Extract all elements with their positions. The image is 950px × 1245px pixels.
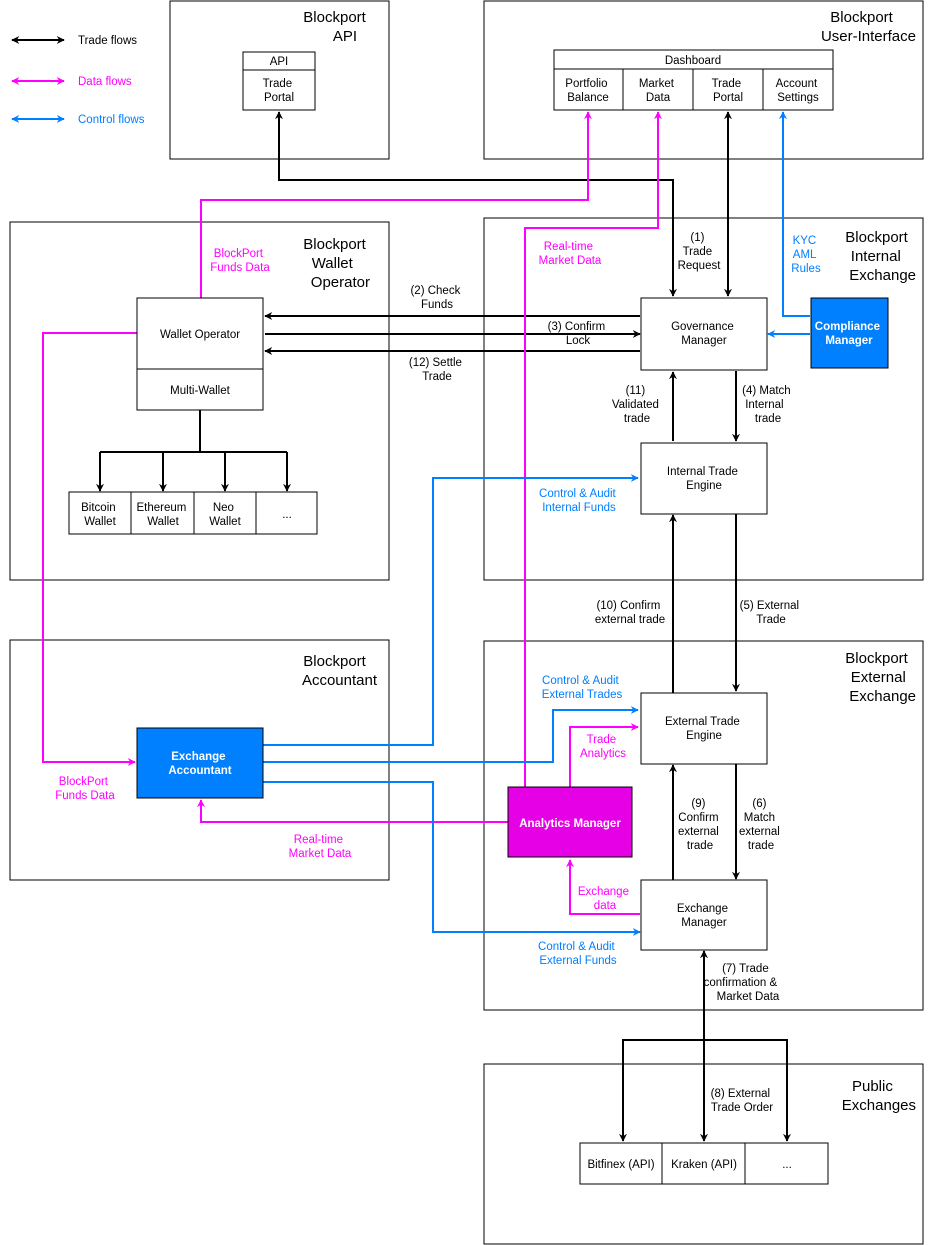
flow-kyc-aml bbox=[779, 111, 810, 317]
dashboard-market-data[interactable]: Market Data bbox=[639, 78, 677, 104]
label-confirm-ext-9: (9) Confirm external trade bbox=[678, 798, 722, 852]
exchange-accountant-node[interactable]: Exchange Accountant bbox=[136, 727, 264, 799]
flow-trade-analytics bbox=[569, 723, 639, 787]
legend-trade-label: Trade flows bbox=[78, 35, 137, 47]
label-kyc-aml: KYC AML Rules bbox=[791, 235, 821, 275]
label-control-internal: Control & Audit Internal Funds bbox=[539, 488, 619, 514]
flow-market-data-dashboard bbox=[524, 111, 662, 787]
analytics-manager-node[interactable]: Analytics Manager bbox=[507, 786, 633, 858]
dashboard-trade-portal[interactable]: Trade Portal bbox=[712, 78, 745, 104]
label-confirm-lock: (3) Confirm Lock bbox=[548, 321, 609, 347]
governance-manager-node[interactable]: Governance Manager bbox=[640, 297, 768, 371]
group-title-public: Public Exchanges bbox=[842, 1078, 916, 1114]
label-trade-analytics: Trade Analytics bbox=[580, 734, 626, 760]
api-panel: API Trade Portal bbox=[242, 51, 316, 111]
other-exchanges[interactable]: ... bbox=[782, 1159, 792, 1171]
flow-api-to-governance bbox=[275, 111, 677, 297]
flow-control-internal bbox=[263, 474, 639, 746]
label-check-funds: (2) Check Funds bbox=[410, 285, 463, 311]
compliance-manager-node[interactable]: Compliance Manager bbox=[810, 297, 889, 369]
label-control-ext-trades: Control & Audit External Trades bbox=[542, 675, 623, 701]
internal-trade-engine-node[interactable]: Internal Trade Engine bbox=[640, 442, 768, 515]
api-panel-header: API bbox=[270, 56, 289, 68]
label-exchange-data: Exchange data bbox=[578, 886, 632, 912]
label-realtime-bottom: Real-time Market Data bbox=[289, 834, 352, 860]
flow-realtime-accountant bbox=[197, 799, 508, 823]
group-title-accountant: Blockport Accountant bbox=[302, 653, 378, 689]
flow-funds-data-portfolio bbox=[200, 111, 592, 298]
label-trade-confirmation: (7) Trade confirmation & Market Data bbox=[704, 963, 781, 1003]
svg-text:Governance Manager: Governance Manager bbox=[671, 321, 737, 347]
dashboard-header: Dashboard bbox=[665, 55, 721, 67]
legend-control-label: Control flows bbox=[78, 114, 145, 126]
flow-control-ext-trades bbox=[263, 706, 639, 763]
group-title-internal: Blockport Internal Exchange bbox=[845, 229, 916, 284]
flow-to-bitfinex bbox=[619, 1039, 704, 1142]
external-trade-engine-node[interactable]: External Trade Engine bbox=[640, 692, 768, 765]
dashboard-account-settings[interactable]: Account Settings bbox=[776, 78, 821, 104]
api-trade-portal[interactable]: Trade Portal bbox=[263, 78, 296, 104]
wallet-operator-label: Wallet Operator bbox=[160, 329, 240, 341]
svg-text:Compliance Manager: Compliance Manager bbox=[815, 321, 883, 347]
label-validated-trade: (11) Validated trade bbox=[612, 385, 662, 425]
label-settle-trade: (12) Settle Trade bbox=[409, 357, 465, 383]
wallets-row: Bitcoin Wallet Ethereum Wallet Neo Walle… bbox=[68, 491, 318, 535]
svg-text:Analytics Manager: Analytics Manager bbox=[519, 818, 621, 830]
label-match-internal: (4) Match Internal trade bbox=[742, 385, 794, 425]
legend-data-label: Data flows bbox=[78, 76, 132, 88]
kraken-api[interactable]: Kraken (API) bbox=[671, 1159, 737, 1171]
neo-wallet[interactable]: Neo Wallet bbox=[209, 502, 241, 528]
dashboard-panel: Dashboard Portfolio Balance Market Data … bbox=[553, 49, 834, 111]
group-title-external: Blockport External Exchange bbox=[845, 650, 916, 705]
dashboard-portfolio-balance[interactable]: Portfolio Balance bbox=[565, 78, 610, 104]
other-wallets[interactable]: ... bbox=[282, 509, 292, 521]
legend: Trade flows Data flows Control flows bbox=[11, 35, 145, 126]
bitfinex-api[interactable]: Bitfinex (API) bbox=[587, 1159, 654, 1171]
label-trade-request: (1) Trade Request bbox=[678, 232, 722, 272]
group-title-ui: Blockport User-Interface bbox=[821, 9, 916, 45]
svg-text:External Trade Engine: External Trade Engine bbox=[665, 716, 743, 742]
svg-text:Internal Trade Engine: Internal Trade Engine bbox=[667, 466, 741, 492]
bitcoin-wallet[interactable]: Bitcoin Wallet bbox=[81, 502, 119, 528]
label-external-trade: (5) External Trade bbox=[740, 600, 803, 626]
public-exchanges-row: Bitfinex (API) Kraken (API) ... bbox=[579, 1142, 829, 1185]
svg-text:Exchange Accountant: Exchange Accountant bbox=[168, 751, 231, 777]
svg-text:Exchange Manager: Exchange Manager bbox=[677, 903, 731, 929]
flow-exchange-data bbox=[566, 859, 640, 915]
label-funds-data-bottom: BlockPort Funds Data bbox=[55, 776, 115, 802]
flow-funds-data-accountant bbox=[42, 332, 137, 766]
ethereum-wallet[interactable]: Ethereum Wallet bbox=[136, 502, 189, 528]
flow-control-ext-funds bbox=[263, 781, 641, 936]
label-funds-data-top: BlockPort Funds Data bbox=[210, 248, 270, 274]
wallet-operator-node[interactable]: Wallet Operator Multi-Wallet bbox=[136, 297, 264, 411]
label-match-ext-6: (6) Match external trade bbox=[739, 798, 783, 852]
group-title-api: Blockport API bbox=[303, 9, 370, 45]
exchange-manager-node[interactable]: Exchange Manager bbox=[640, 879, 768, 951]
label-confirm-external: (10) Confirm external trade bbox=[595, 600, 665, 626]
flow-to-others bbox=[704, 1039, 791, 1142]
label-control-ext-funds: Control & Audit External Funds bbox=[538, 941, 618, 967]
label-external-order: (8) External Trade Order bbox=[711, 1088, 774, 1114]
multi-wallet-label: Multi-Wallet bbox=[170, 385, 230, 397]
label-realtime-top: Real-time Market Data bbox=[539, 241, 602, 267]
